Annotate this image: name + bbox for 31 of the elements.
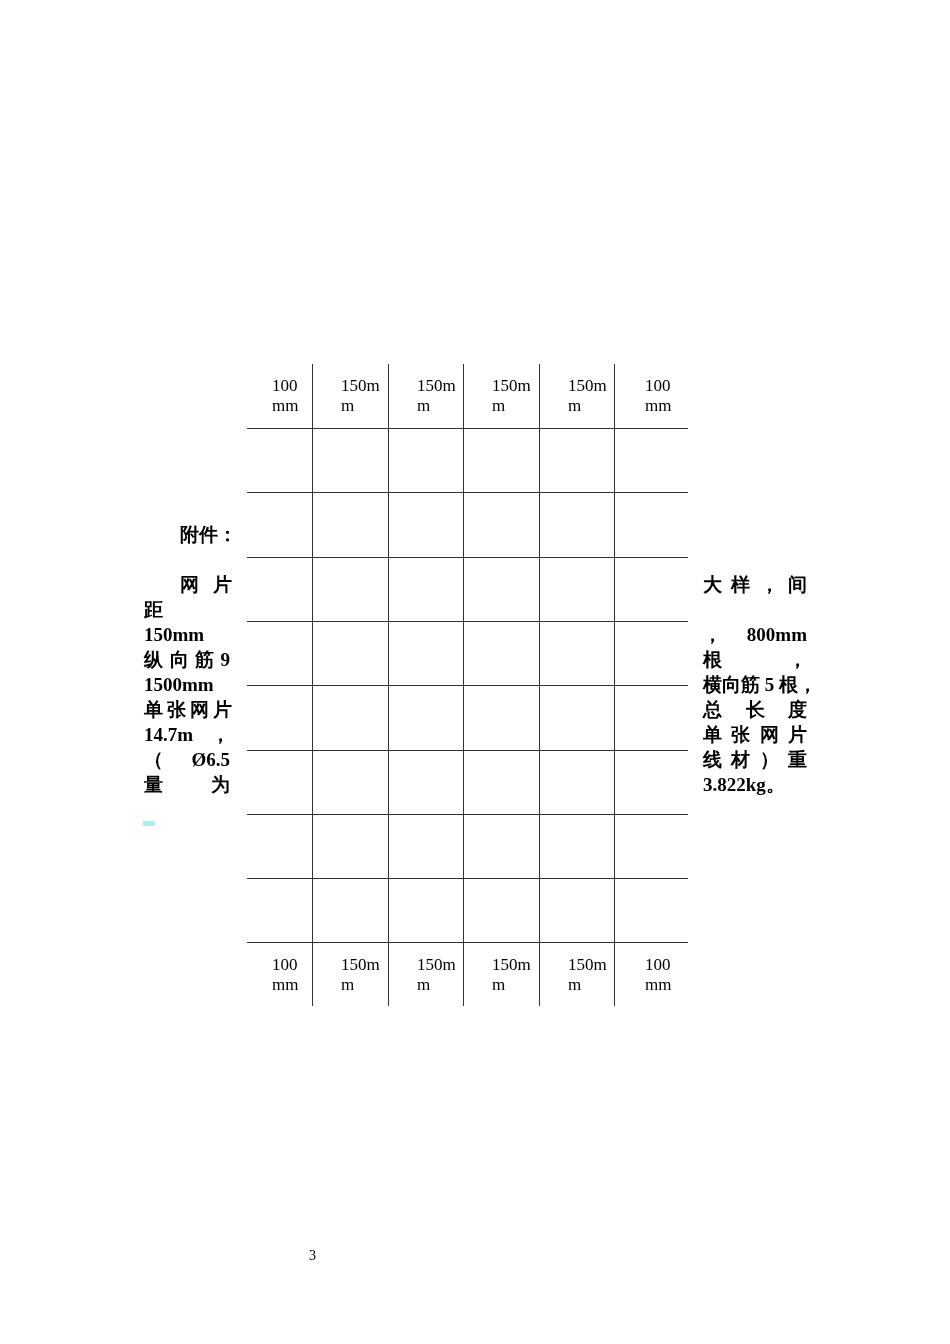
note-text: 线 材 ） 重 [703,748,807,772]
dimension-label: 150mm [568,376,608,416]
page-number: 3 [309,1248,317,1264]
dimension-label: 150mm [492,955,532,995]
note-text: 单 张 网 片 [703,723,807,747]
note-text: 14.7m ， [144,723,230,747]
note-text: 单张网片 [144,698,232,722]
dimension-label: 100mm [272,376,300,416]
note-text: 网 片 [180,573,232,597]
note-text: 附件： [180,523,232,547]
note-text: 1500mm [144,673,215,697]
dimension-label: 100mm [645,955,673,995]
dimension-label: 100mm [645,376,673,416]
dimension-label: 150mm [417,376,457,416]
dimension-label: 150mm [341,955,381,995]
note-text: 总 长 度 [703,698,807,722]
dimension-label: 150mm [492,376,532,416]
note-text: 大 样 ， 间 [703,573,807,597]
note-text: 纵 向 筋 9 [144,648,230,672]
note-text: （ Ø6.5 [144,748,230,772]
dimension-label: 100mm [272,955,300,995]
note-text: 距 [144,598,164,622]
dimension-label: 150mm [568,955,608,995]
note-text: 量 为 [144,773,230,797]
note-text: 3.822kg。 [703,773,786,797]
dimension-label: 150mm [341,376,381,416]
note-text: ， 800mm [703,623,807,647]
note-text: 150mm [144,623,206,647]
note-text: 横向筋 5 根， [703,673,817,697]
dimension-label: 150mm [417,955,457,995]
note-text: 根 ， [703,648,807,672]
